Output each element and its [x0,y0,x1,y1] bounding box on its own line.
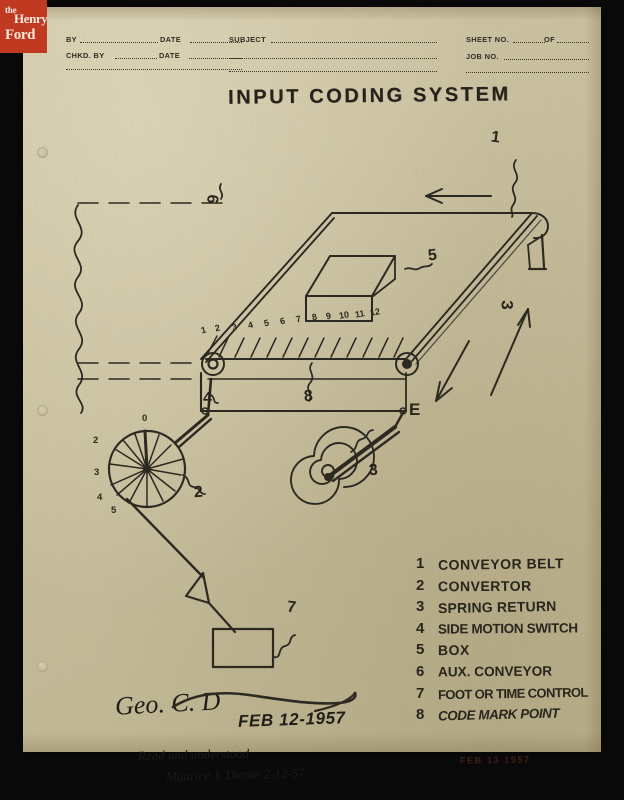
logo-line-the: the [5,5,17,15]
conveyor-belt-group [200,211,549,376]
dial-number-2: 2 [93,435,99,446]
legend-text: FOOT OR TIME CONTROL [437,684,588,702]
callout-3: 3 [368,461,379,480]
form-chkd-by-label: CHKD. BY [66,51,105,60]
form-chkd-date-rule [189,58,242,59]
form-date-label: DATE [160,35,181,44]
legend-number: 4 [416,619,425,637]
legend-text: CONVEYOR BELT [437,555,565,573]
aux-conveyor-group [73,183,234,414]
engineering-sketch [73,159,549,669]
punch-hole-bottom [37,661,48,672]
received-stamp: FEB 13 1957 [459,754,531,766]
form-left-rule-3 [66,69,242,70]
legend-text: CODE MARK POINT [437,705,560,724]
form-chkd-by-rule [115,58,157,59]
direction-label-e: E [409,400,421,419]
callout-8: 8 [303,387,314,406]
legend-text: SPRING RETURN [437,598,557,617]
form-subject-rule-2 [229,58,437,59]
paper-right-shading [585,7,601,752]
logo-line-henry: Henry [14,11,47,26]
punch-hole-middle [37,405,48,416]
legend-number: 6 [416,662,425,680]
callout-3-direction: 3 [497,300,517,310]
paper-top-shading [23,7,601,21]
form-job-no-rule [504,59,589,60]
punch-hole-top [37,147,48,158]
legend-number: 3 [416,598,425,616]
spring-return-group [290,425,401,505]
legend-text: AUX. CONVEYOR [437,663,553,680]
legend-number: 5 [416,641,425,659]
form-by-label: BY [66,35,77,44]
approval-note-line2: Maurice J. Dunne 2-12-57 [165,765,305,784]
signature: Geo. C. D [114,686,222,721]
belt-direction-arrow [425,188,492,204]
dial-number-3: 3 [94,467,100,478]
form-sheet-no-label: SHEET NO. [466,35,509,44]
form-sheet-no-rule [513,42,545,43]
form-chkd-date-label: DATE [159,51,180,60]
e-direction-arrows [435,308,531,402]
side-frame-group [199,362,408,415]
document-paper: BY DATE CHKD. BY DATE SUBJECT SHEET NO. … [23,7,601,784]
paper-bottom-shading [23,732,601,752]
legend-text: CONVERTOR [437,577,532,594]
callout-7: 7 [286,598,297,617]
legend-text: BOX [437,642,470,659]
form-subject-rule-3 [229,71,437,72]
callout-4: 4 [203,390,212,407]
henry-ford-logo: the Henry Ford [0,0,47,53]
form-right-rule-3 [466,72,589,73]
form-of-rule [557,42,589,43]
code-scale-ticks [207,335,404,358]
legend-number: 8 [416,706,425,724]
callout-1-leader [510,159,519,218]
tick-number: 12 [369,306,381,318]
signature-date: FEB 12-1957 [237,708,347,731]
foot-control-group [125,497,296,669]
tick-number: 10 [338,309,350,321]
box-group [305,255,433,322]
form-subject-rule-1 [271,42,437,43]
legend-number: 2 [416,576,425,594]
form-by-rule [80,42,158,43]
convertor-dial-group [107,429,206,509]
legend-number: 7 [416,684,425,702]
dial-number-4: 4 [97,492,103,503]
logo-line-ford: Ford [5,27,36,43]
callout-6: 6 [203,193,221,205]
spring-link [393,409,406,429]
form-job-no-label: JOB NO. [466,52,499,61]
legend-number: 1 [416,555,425,572]
callout-2: 2 [193,483,204,502]
form-subject-label: SUBJECT [229,35,266,44]
form-date-rule [190,42,242,43]
dial-link-arm [173,413,210,445]
legend-text: SIDE MOTION SWITCH [437,620,578,637]
callout-5: 5 [427,246,438,265]
form-of-label: OF [544,35,555,44]
tick-number: 11 [354,308,366,320]
dial-number-5: 5 [111,505,117,516]
approval-note-line1: Read and understood [137,745,250,764]
dial-number-0: 0 [142,413,148,424]
